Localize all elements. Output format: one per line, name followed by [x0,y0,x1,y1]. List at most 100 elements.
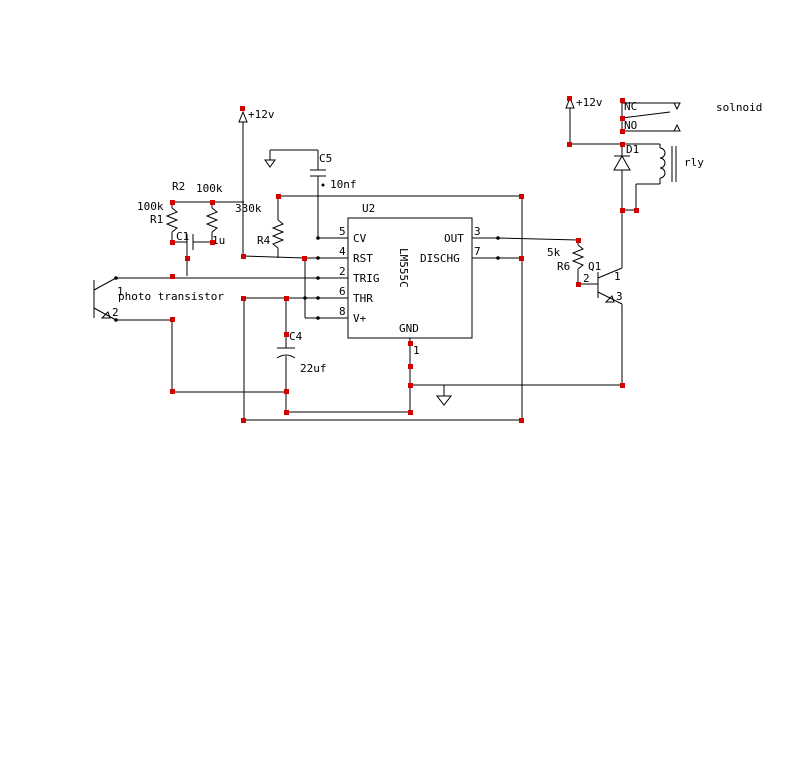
q1-arrow-icon [604,295,615,303]
node [210,200,215,205]
c5-ref-label: C5 [319,152,332,165]
wire-rail-to-rst [242,255,306,259]
resistor-r6[interactable]: 5k R6 [497,237,585,284]
ic-pin-name-gnd: GND [399,322,419,335]
ic-pin-num-1: 1 [413,344,420,357]
ground-net[interactable] [409,362,622,412]
c4-plate-bottom [276,354,296,359]
r2-ref-label: R2 [172,180,185,193]
node [170,274,175,279]
resistor-r1[interactable]: 100k R1 [137,200,179,242]
r6-ref-label: R6 [557,260,570,273]
node [170,240,175,245]
r1-value-label: 100k [137,200,164,213]
ground-icon [264,159,276,168]
r4-zigzag [271,219,285,249]
node [241,296,246,301]
r1-zigzag [165,207,179,233]
phototransistor-collector [93,277,117,291]
resistor-r4[interactable]: 330k R4 [235,195,522,258]
ic-pin-num-5: 5 [339,225,346,238]
relay[interactable]: +12v D1 rly NC NO solnoid [565,96,762,211]
node [519,256,524,261]
transistor-q1[interactable]: Q1 1 2 3 [578,210,623,385]
r6-zigzag [571,244,585,270]
ic-pin-name-thr: THR [353,292,373,305]
resistor-r2[interactable]: R2 100k [172,180,244,242]
node [408,383,413,388]
node [241,254,246,259]
r4-ref-label: R4 [257,234,271,247]
capacitor-c4[interactable]: C4 22uf [276,298,410,413]
node [620,98,625,103]
node [519,418,524,423]
node [634,208,639,213]
r6-value-label: 5k [547,246,561,259]
r2-value-label: 100k [196,182,223,195]
ic-pin-num-6: 6 [339,285,346,298]
power-arrow-icon [238,110,248,123]
node [620,116,625,121]
node [185,256,190,261]
ic-pin-num-3: 3 [474,225,481,238]
node [620,142,625,147]
phototransistor[interactable]: photo transistor 1 2 [93,277,318,321]
node [284,332,289,337]
right-supply-label: +12v [576,96,603,109]
d1-triangle [613,154,631,171]
pin-dots [114,236,500,322]
relay-switch-arm [621,111,671,119]
q1-ref-label: Q1 [588,260,601,273]
node [620,129,625,134]
capacitor-c1[interactable]: C1 1u [172,230,225,276]
relay-coil [659,147,666,179]
r2-zigzag [205,207,219,233]
q1-pin-3: 3 [616,290,623,303]
relay-ref-label: rly [684,156,704,169]
left-power-rail[interactable]: +12v [238,108,318,259]
q1-pin-2: 2 [583,272,590,285]
c5-polarity-dot [321,183,325,187]
node [408,410,413,415]
node [241,418,246,423]
ic-pin-name-vplus: V+ [353,312,367,325]
node [576,282,581,287]
node [170,200,175,205]
node [240,106,245,111]
ic-lm555[interactable]: U2 LM555C CV RST TRIG THR V+ 5 4 2 6 8 O… [318,202,498,362]
node [276,194,281,199]
c4-ref-label: C4 [289,330,303,343]
phototransistor-pin-1: 1 [117,285,124,298]
ground-icon [435,395,453,406]
node [620,383,625,388]
node [284,296,289,301]
q1-pin-1: 1 [614,270,621,283]
junction-nodes [170,96,639,423]
c1-ref-label: C1 [176,230,189,243]
ic-ref-label: U2 [362,202,375,215]
phototransistor-label: photo transistor [118,290,224,303]
solenoid-label: solnoid [716,101,762,114]
ic-pin-num-4: 4 [339,245,346,258]
ic-pin-name-out: OUT [444,232,464,245]
ic-pin-name-dischg: DISCHG [420,252,460,265]
capacitor-c5[interactable]: C5 10nf [264,149,357,238]
r4-value-label: 330k [235,202,262,215]
phototransistor-arrow-icon [100,311,111,319]
node [408,364,413,369]
node [567,96,572,101]
ic-pin-num-8: 8 [339,305,346,318]
node [170,389,175,394]
node [170,317,175,322]
node [519,194,524,199]
relay-no-arrow-icon [673,123,681,132]
node [567,142,572,147]
ic-part-label: LM555C [397,248,410,288]
ic-pin-name-trig: TRIG [353,272,380,285]
r1-ref-label: R1 [150,213,163,226]
left-supply-label: +12v [248,108,275,121]
node [408,341,413,346]
relay-nc-label: NC [624,100,637,113]
c4-value-label: 22uf [300,362,327,375]
